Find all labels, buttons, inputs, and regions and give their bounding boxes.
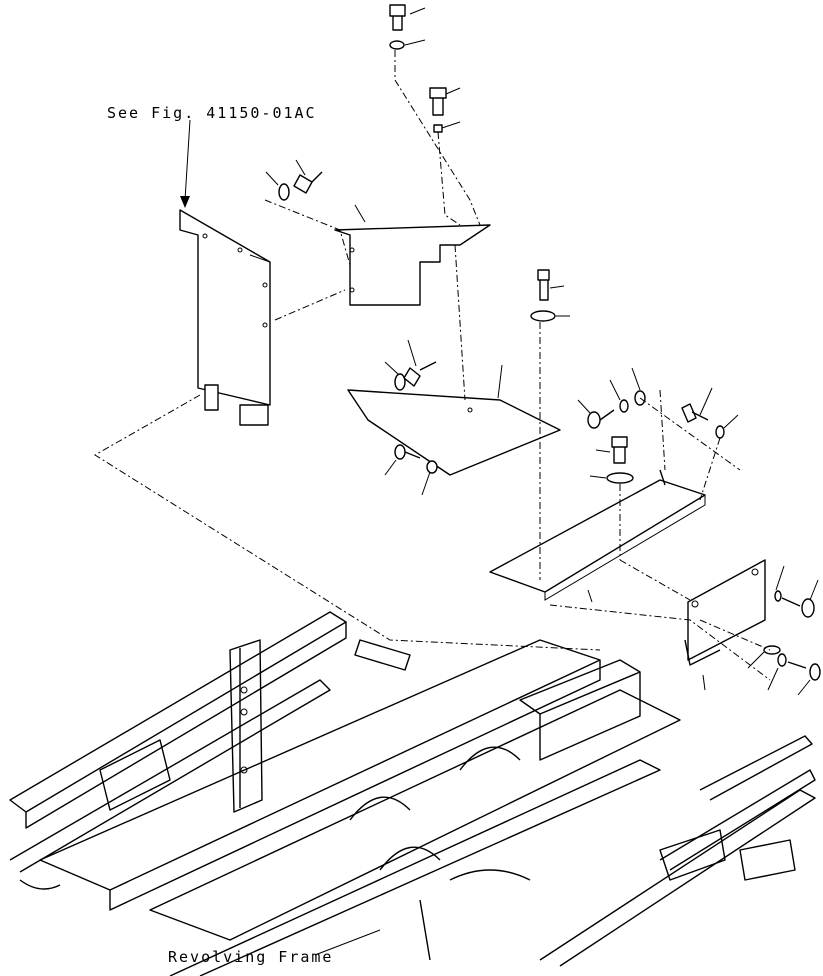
- reference-label: See Fig. 41150-01AC: [107, 104, 317, 122]
- right-tray: [489, 469, 706, 601]
- middle-tray: [347, 389, 561, 476]
- assembly-lines: [94, 50, 771, 681]
- leader-lines: [180, 7, 819, 956]
- left-cover-panel: [179, 209, 271, 426]
- upper-cover: [334, 224, 491, 306]
- revolving-frame: [9, 611, 816, 976]
- right-cover-plate: [684, 559, 766, 666]
- frame-label: Revolving Frame: [168, 948, 334, 966]
